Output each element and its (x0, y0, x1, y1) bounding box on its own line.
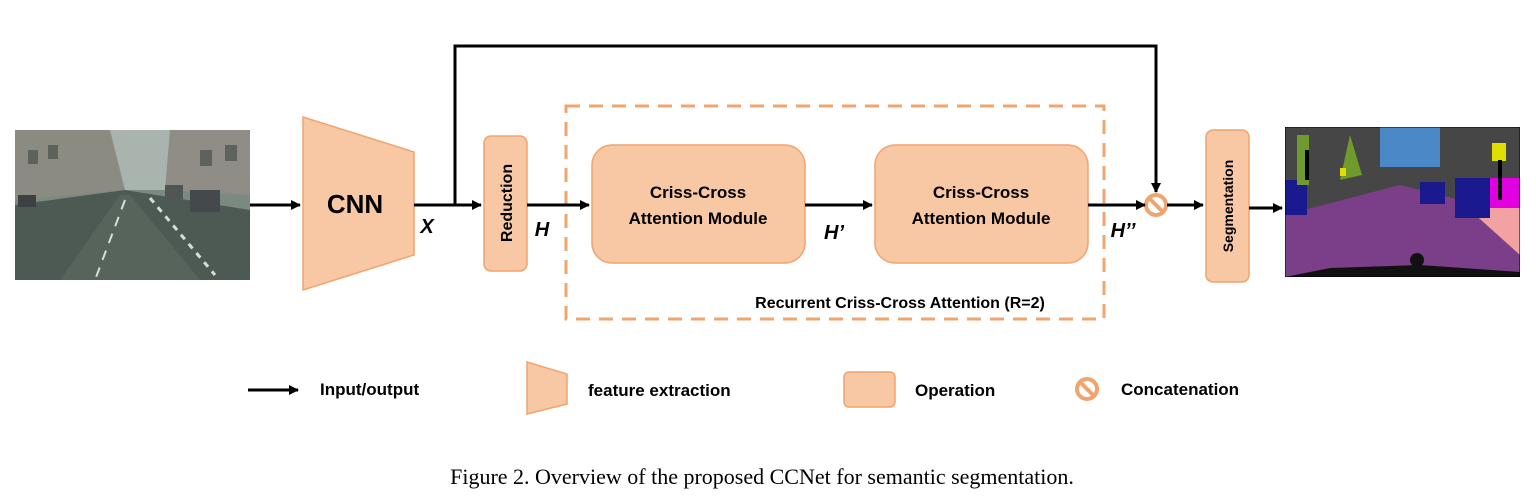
legend-concat-icon (1075, 377, 1099, 401)
cnn-trapezoid (302, 115, 415, 292)
figure-caption: Figure 2. Overview of the proposed CCNet… (450, 464, 1074, 489)
input-image (15, 130, 250, 280)
cca-module-2-line2: Attention Module (912, 209, 1051, 228)
skip-connection-arrow (453, 44, 1161, 205)
legend-trapezoid-icon (526, 360, 568, 415)
var-h: H (535, 219, 550, 241)
cca-module-1 (591, 144, 806, 264)
output-segmentation-image (1285, 127, 1520, 277)
legend-concat-label: Concatenation (1121, 380, 1239, 399)
cnn-label: CNN (327, 189, 383, 219)
var-h-double-prime: H’’ (1111, 220, 1136, 242)
legend-box-label: Operation (915, 381, 995, 400)
var-h-prime: H’ (824, 222, 844, 244)
rcca-container (564, 104, 1106, 321)
var-x: X (419, 216, 435, 238)
segmentation-label: Segmentation (1220, 160, 1236, 253)
reduction-label: Reduction (499, 164, 516, 242)
cca-module-2 (874, 144, 1089, 264)
cca-module-1-line1: Criss-Cross (650, 183, 746, 202)
segmentation-box (1205, 129, 1250, 283)
cca-module-2-line1: Criss-Cross (933, 183, 1029, 202)
legend-box-icon (843, 371, 896, 408)
legend: Input/output feature extraction Operatio… (248, 360, 1239, 415)
cca-module-1-line2: Attention Module (629, 209, 768, 228)
legend-trapezoid-label: feature extraction (588, 381, 731, 400)
rcca-label: Recurrent Criss-Cross Attention (R=2) (755, 295, 1045, 312)
flow-arrows (250, 44, 1283, 213)
concatenation-symbol (1144, 193, 1168, 217)
legend-arrow-label: Input/output (320, 380, 419, 399)
